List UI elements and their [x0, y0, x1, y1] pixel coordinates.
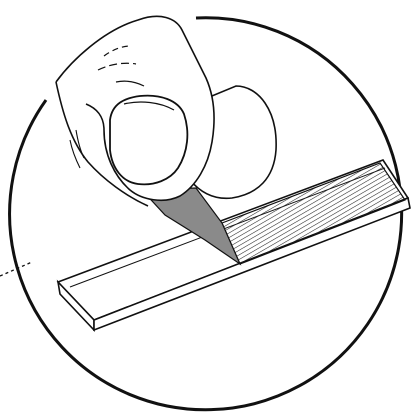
thumb — [56, 16, 276, 206]
fingernail — [110, 96, 187, 185]
